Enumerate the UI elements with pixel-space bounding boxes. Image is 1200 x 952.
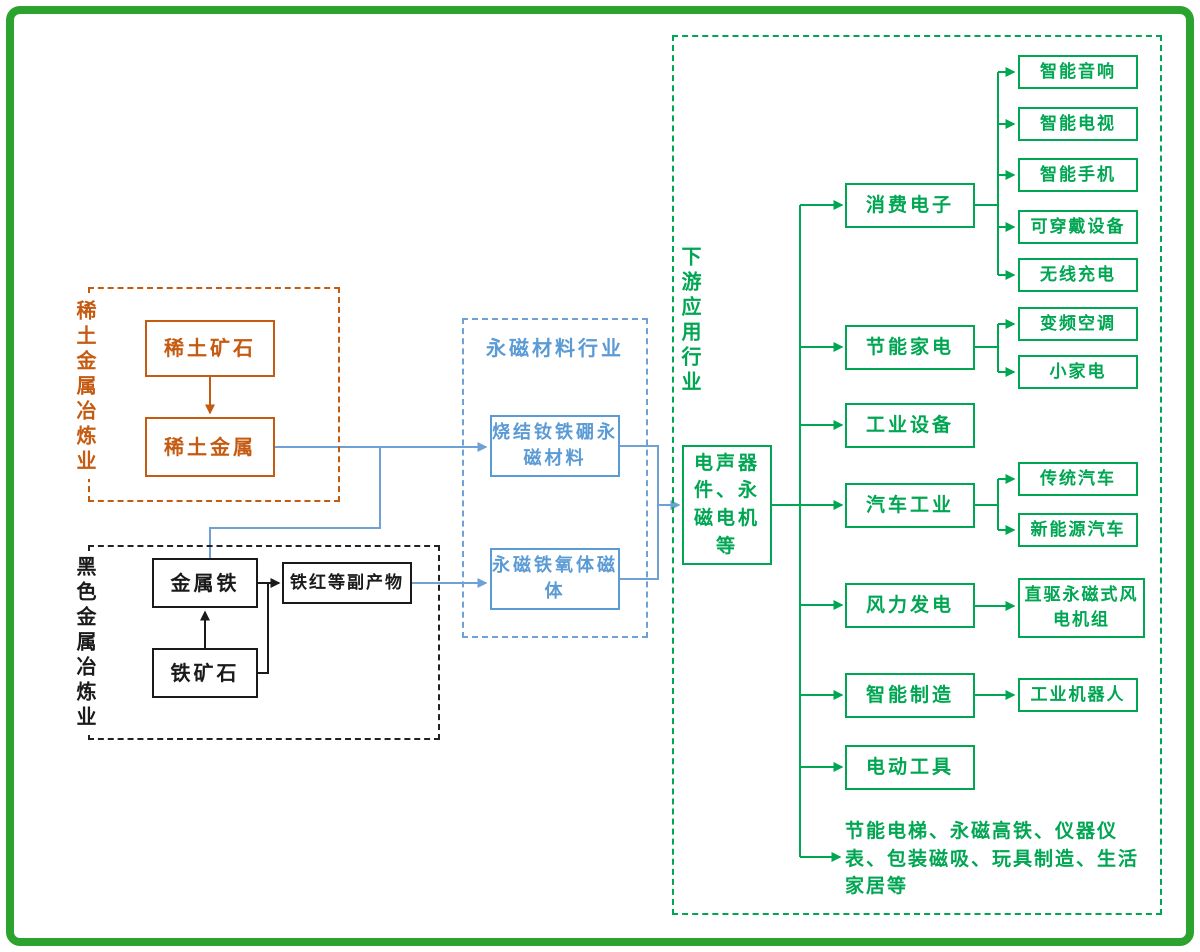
node-category-automotive-industry: 汽车工业	[845, 483, 975, 528]
node-leaf-smart-tv: 智能电视	[1018, 107, 1138, 141]
node-category-power-tools: 电动工具	[845, 745, 975, 790]
node-hub-electroacoustic-and-motors: 电声器件、永磁电机等	[682, 445, 772, 565]
node-leaf-traditional-cars: 传统汽车	[1018, 462, 1138, 496]
node-iron-red-byproduct: 铁红等副产物	[282, 562, 412, 604]
green-arrows	[772, 67, 1016, 862]
node-category-other-applications: 节能电梯、永磁高铁、仪器仪表、包装磁吸、玩具制造、生活家居等	[845, 820, 1140, 898]
node-category-smart-manufacturing: 智能制造	[845, 673, 975, 718]
node-iron-ore: 铁矿石	[152, 648, 258, 698]
node-leaf-new-energy-vehicles: 新能源汽车	[1018, 513, 1138, 547]
node-metallic-iron: 金属铁	[152, 558, 258, 608]
group-downstream-applications	[672, 35, 1162, 915]
group-label-ferrous-smelting: 黑色金属冶炼业	[73, 552, 97, 735]
group-label-downstream-applications: 下游应用行业	[678, 242, 702, 400]
node-ferrite-magnet: 永磁铁氧体磁体	[490, 548, 620, 610]
node-rare-earth-metal: 稀土金属	[145, 417, 275, 477]
node-leaf-direct-drive-wind-turbine: 直驱永磁式风电机组	[1018, 578, 1145, 638]
node-leaf-industrial-robot: 工业机器人	[1018, 678, 1138, 712]
group-title-magnet-material-industry: 永磁材料行业	[486, 336, 624, 360]
node-leaf-smartphone: 智能手机	[1018, 158, 1138, 192]
group-magnet-material-industry	[462, 318, 648, 638]
node-category-industrial-equipment: 工业设备	[845, 403, 975, 448]
black-arrows	[200, 578, 281, 674]
node-leaf-inverter-air-conditioner: 变频空调	[1018, 307, 1138, 341]
node-category-consumer-electronics: 消费电子	[845, 183, 975, 228]
group-label-rare-earth-smelting: 稀土金属冶炼业	[73, 296, 97, 479]
node-leaf-small-appliances: 小家电	[1018, 355, 1138, 389]
node-category-energy-saving-appliances: 节能家电	[845, 325, 975, 370]
node-category-wind-power: 风力发电	[845, 583, 975, 628]
node-rare-earth-ore: 稀土矿石	[145, 320, 275, 377]
node-leaf-wearable-devices: 可穿戴设备	[1018, 210, 1138, 244]
node-leaf-smart-speaker: 智能音响	[1018, 55, 1138, 89]
blue-arrows	[209, 442, 681, 588]
node-leaf-wireless-charging: 无线充电	[1018, 258, 1138, 292]
node-sintered-ndfeb-magnet: 烧结钕铁硼永磁材料	[490, 415, 620, 477]
